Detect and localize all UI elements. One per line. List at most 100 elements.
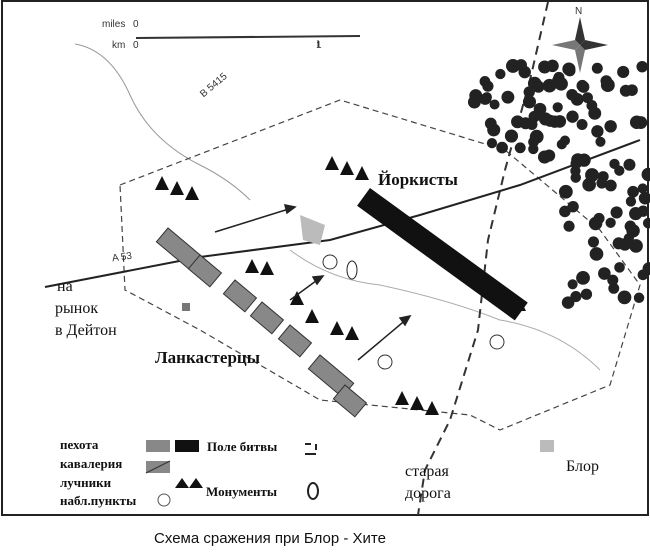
archer-triangle	[490, 281, 504, 295]
tree	[642, 217, 650, 229]
legend-battlefield-label: Поле битвы	[207, 439, 278, 454]
forest	[467, 58, 650, 309]
legend-archers	[175, 478, 189, 488]
monument-icon	[346, 260, 358, 280]
archer-triangle	[260, 261, 274, 275]
tree	[633, 292, 645, 304]
tree	[600, 78, 615, 93]
map-frame	[1, 0, 649, 516]
tree	[605, 217, 616, 228]
tree	[506, 58, 520, 73]
legend-infantry-lanc	[146, 440, 170, 452]
tree	[626, 224, 640, 238]
tree	[593, 212, 605, 224]
lancastrian-infantry	[332, 384, 368, 418]
tree	[604, 120, 617, 133]
lancastrian-unit	[249, 301, 285, 335]
legend-cavalry-label: кавалерия	[60, 456, 123, 471]
lancastrian-line	[155, 227, 368, 418]
archer-triangle	[340, 161, 354, 175]
lancastrians-label: Ланкастерцы	[155, 348, 260, 367]
tree	[642, 262, 650, 276]
north-label: N	[575, 6, 583, 17]
a53-road	[44, 139, 641, 288]
legend-viewpoint	[157, 493, 171, 507]
tree	[481, 92, 492, 103]
legend-monuments-label: Монументы	[206, 484, 278, 499]
tree	[523, 86, 535, 98]
archer-triangle	[355, 166, 369, 180]
tree	[486, 138, 498, 149]
market-label-1: на	[57, 278, 73, 295]
archer-triangle	[512, 297, 526, 311]
archer-triangle	[245, 259, 259, 273]
archer-triangle	[155, 176, 169, 190]
tree	[546, 59, 559, 73]
archer-triangle	[325, 156, 339, 170]
archer-triangle	[345, 326, 359, 340]
yorkists-label: Йоркисты	[378, 170, 458, 189]
lancastrian-unit	[222, 279, 258, 313]
tree	[636, 60, 648, 73]
tree	[623, 158, 636, 171]
archer-triangle	[402, 217, 416, 231]
archer-triangle	[446, 249, 460, 263]
tree	[587, 236, 599, 248]
market-label-3: в Дейтон	[55, 322, 117, 339]
legend-battlefield	[305, 443, 317, 455]
tree	[487, 123, 501, 137]
scale-km-one: 1	[316, 40, 322, 51]
tree	[617, 65, 630, 79]
b-road	[74, 43, 251, 201]
legend-monument	[307, 482, 319, 500]
tree	[533, 102, 547, 116]
lancastrian-unit	[332, 384, 368, 418]
battlefield-boundary	[119, 99, 641, 431]
lancastrian-infantry	[187, 254, 223, 288]
tree	[577, 153, 591, 167]
tree	[634, 116, 648, 130]
tree	[619, 84, 632, 97]
blore-label: Блор	[566, 458, 599, 475]
tree	[522, 95, 537, 109]
tree	[598, 267, 611, 280]
lancastrian-infantry	[222, 279, 258, 313]
yorkist-line	[357, 188, 528, 321]
tree	[495, 68, 506, 80]
lancastrian-infantry	[277, 324, 313, 358]
tree	[589, 247, 604, 261]
archer-triangle	[170, 181, 184, 195]
compass-icon	[552, 17, 608, 73]
viewpoint-icons	[322, 254, 505, 370]
tree	[580, 288, 593, 300]
tree	[567, 279, 578, 290]
tree	[538, 112, 553, 126]
archers	[155, 156, 526, 415]
archer-triangle	[185, 186, 199, 200]
tree	[609, 158, 620, 170]
tree	[627, 185, 639, 198]
tree	[629, 239, 643, 253]
tree	[577, 81, 590, 93]
tree	[591, 62, 603, 74]
legend-archers-label: лучники	[60, 475, 112, 490]
tree	[570, 172, 581, 183]
tree	[583, 177, 595, 189]
tree	[558, 184, 573, 199]
tree	[610, 206, 623, 219]
old-road-label-2: дорога	[405, 485, 451, 502]
tree	[604, 179, 617, 192]
tree	[567, 200, 579, 213]
legend-viewpoints-label: набл.пункты	[60, 493, 137, 508]
tree	[529, 129, 544, 144]
tree	[542, 78, 557, 93]
tree	[563, 220, 575, 232]
building	[182, 303, 190, 311]
tree	[566, 110, 579, 123]
archer-triangle	[330, 321, 344, 335]
tree	[556, 139, 567, 150]
tree	[482, 80, 494, 92]
scale-miles-label: miles	[102, 19, 126, 30]
lancastrian-infantry	[249, 301, 285, 335]
archer-triangle	[380, 201, 394, 215]
